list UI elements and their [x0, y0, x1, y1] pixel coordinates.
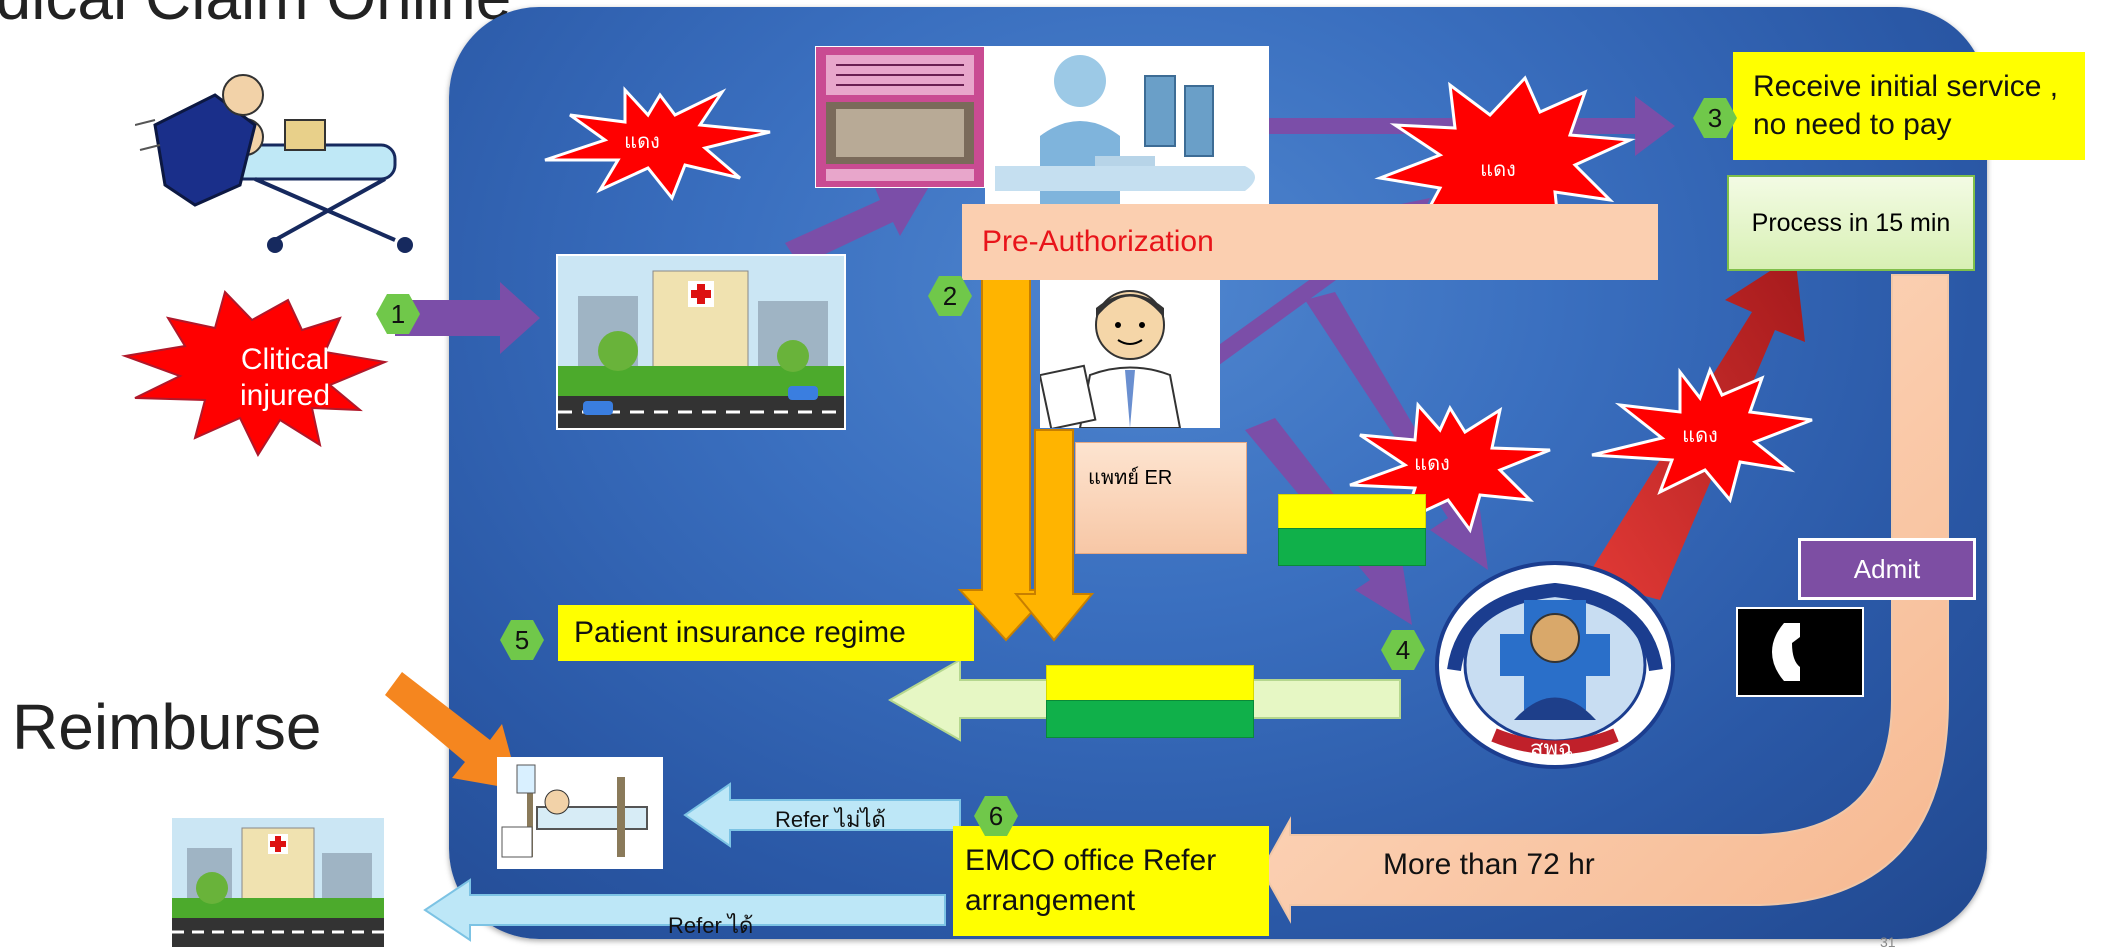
page-number: 31 — [1880, 934, 1896, 950]
pre-authorization-label: Pre-Authorization — [982, 225, 1214, 258]
ambulance-stretcher-icon — [134, 65, 445, 260]
emco-office-box: EMCO office Refer arrangement — [953, 826, 1269, 936]
refer-yes-label: Refer ได้ — [668, 913, 754, 938]
orange-arrow-secondary — [1013, 429, 1095, 642]
yellow-bar-middle — [1046, 665, 1254, 701]
step-badge-4: 4 — [1381, 630, 1425, 670]
step-badge-3: 3 — [1693, 98, 1737, 138]
process-box: Process in 15 min — [1727, 175, 1975, 271]
purple-arrow-step1 — [395, 282, 540, 354]
reimburse-arrow — [385, 672, 520, 790]
hospital-icon — [556, 254, 846, 430]
green-bar-right-bottom — [1278, 528, 1426, 566]
admit-box: Admit — [1798, 538, 1976, 600]
computer-operator-icon — [985, 46, 1269, 206]
refer-no-label: Refer ไม่ได้ — [775, 807, 886, 832]
er-doctor-box: แพทย์ ER — [1075, 442, 1247, 554]
red-burst-top-left-label: แดง — [624, 129, 660, 153]
admit-label: Admit — [1853, 553, 1921, 584]
emergency-logo-icon: สพฉ. — [1434, 560, 1676, 770]
red-burst-right — [1591, 366, 1813, 504]
red-burst-right-label: แดง — [1682, 423, 1718, 447]
hospital-bottom-icon — [172, 818, 384, 947]
green-bar-middle — [1046, 700, 1254, 738]
patient-regime-label: Patient insurance regime — [574, 616, 906, 649]
refer-yes-arrow — [423, 878, 946, 942]
orange-arrow-main — [957, 275, 1055, 642]
pre-authorization-bar: Pre-Authorization — [962, 204, 1658, 280]
reimburse-label: Reimburse — [12, 691, 322, 763]
phone-icon — [1736, 607, 1864, 697]
manual-book-icon — [815, 46, 985, 188]
red-burst-top-mid-label: แดง — [1480, 157, 1516, 181]
receive-service-box: Receive initial service , no need to pay — [1733, 52, 2085, 160]
receive-service-label: Receive initial service , no need to pay — [1753, 70, 2059, 141]
hospital-bed-icon — [497, 757, 663, 869]
purple-arrow-to-operator — [785, 183, 930, 266]
critical-burst — [121, 290, 389, 458]
red-burst-mid — [1349, 401, 1551, 534]
red-burst-top-left — [544, 86, 771, 201]
critical-label: Clitical injured — [239, 343, 331, 412]
step-badge-1: 1 — [376, 294, 420, 334]
doctor-icon — [1038, 280, 1220, 431]
emco-office-label: EMCO office Refer arrangement — [965, 844, 1217, 917]
svg-text:สพฉ.: สพฉ. — [1530, 737, 1580, 762]
er-doctor-label: แพทย์ ER — [1088, 467, 1173, 489]
red-burst-mid-label: แดง — [1414, 451, 1450, 475]
process-label: Process in 15 min — [1751, 209, 1951, 237]
peach-return-arrow — [1260, 274, 1949, 924]
refer-no-arrow — [683, 782, 961, 848]
page-title: edical Claim Online — [0, 0, 511, 34]
more-than-label: More than 72 hr — [1383, 848, 1595, 881]
patient-regime-box: Patient insurance regime — [558, 605, 974, 661]
yellow-bar-right-top — [1278, 494, 1426, 530]
